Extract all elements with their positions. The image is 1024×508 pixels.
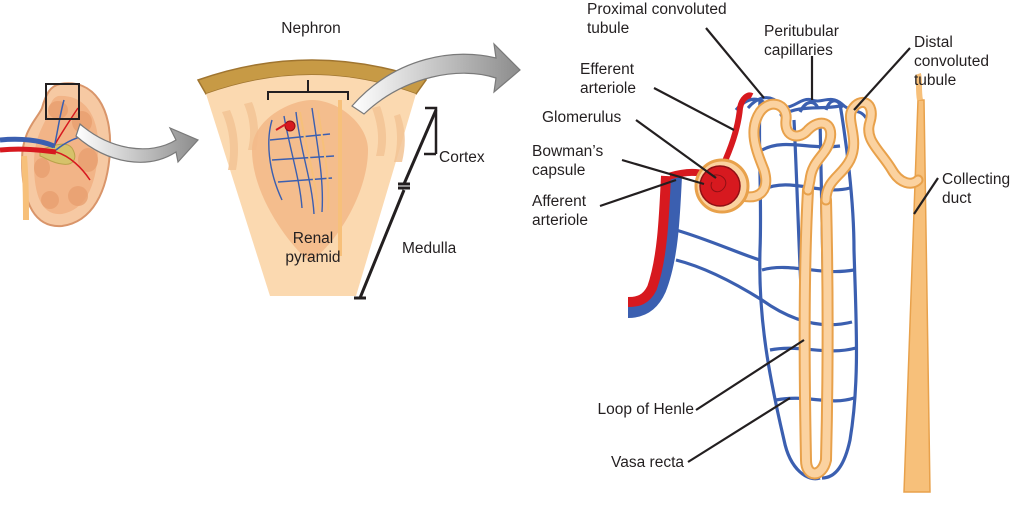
label-nephron: Nephron bbox=[281, 20, 341, 37]
label-cortex: Cortex bbox=[439, 149, 485, 166]
zoom-arrow-1 bbox=[75, 122, 200, 164]
label-distal-convoluted-tubule: Distal convoluted tubule bbox=[914, 34, 989, 89]
label-glomerulus: Glomerulus bbox=[542, 109, 622, 126]
zoom-arrow-2 bbox=[351, 42, 521, 115]
zoom-box bbox=[45, 83, 80, 120]
label-efferent-arteriole: Efferent arteriole bbox=[580, 61, 636, 97]
nephron-detail bbox=[627, 73, 931, 493]
label-collecting-duct: Collecting duct bbox=[942, 171, 1011, 207]
kidney-cross-section bbox=[0, 82, 112, 228]
label-afferent-arteriole: Afferent arteriole bbox=[532, 193, 588, 229]
label-renal-pyramid: Renal pyramid bbox=[285, 230, 341, 266]
label-vasa-recta: Vasa recta bbox=[611, 454, 684, 471]
label-peritubular-capillaries: Peritubular capillaries bbox=[764, 23, 839, 59]
renal-wedge bbox=[196, 59, 428, 296]
label-bowmans-capsule: Bowman’s capsule bbox=[532, 143, 604, 179]
label-proximal-convoluted-tubule: Proximal convoluted tubule bbox=[587, 1, 727, 37]
leader-lines bbox=[599, 27, 939, 463]
cortex-bracket bbox=[398, 106, 438, 186]
label-loop-of-henle: Loop of Henle bbox=[597, 401, 694, 418]
medulla-bracket bbox=[354, 186, 410, 300]
label-medulla: Medulla bbox=[402, 240, 457, 257]
